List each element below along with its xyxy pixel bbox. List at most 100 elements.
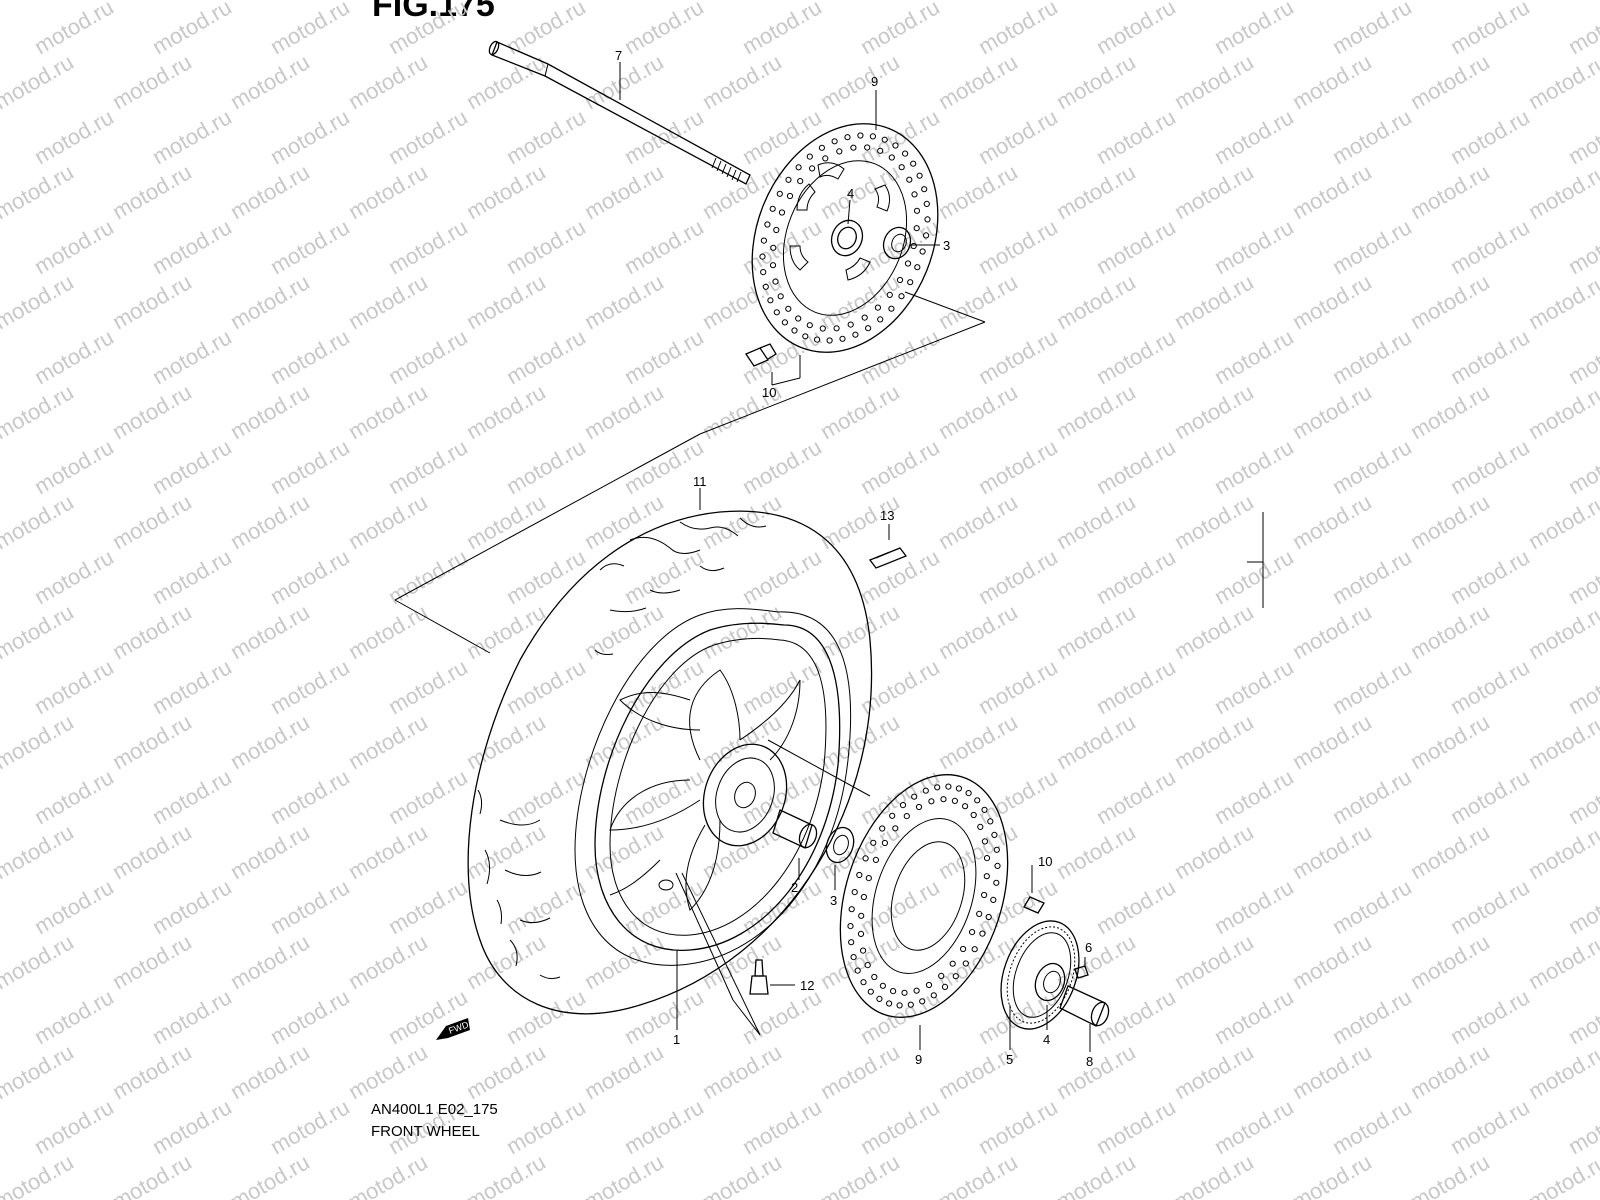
watermark-text: motod.ru — [816, 379, 904, 444]
watermark-text: motod.ru — [462, 489, 550, 554]
watermark-text: motod.ru — [108, 0, 196, 4]
watermark-text: motod.ru — [1288, 1149, 1376, 1200]
callout-9-top: 9 — [871, 74, 878, 89]
watermark-text: motod.ru — [1524, 1039, 1600, 1104]
watermark-text: motod.ru — [1170, 49, 1258, 114]
bearing-upper — [882, 226, 912, 260]
disc-hole — [981, 891, 988, 899]
disc-hole — [818, 144, 826, 151]
disc-hole — [977, 823, 984, 831]
watermark-text: motod.ru — [108, 1149, 196, 1200]
brake-disc-upper — [751, 123, 939, 353]
disc-hole — [773, 226, 780, 234]
callout-3-bottom: 3 — [830, 893, 837, 908]
watermark-text: motod.ru — [1052, 379, 1140, 444]
disc-hole — [857, 132, 864, 139]
watermark-text: motod.ru — [384, 874, 472, 939]
watermark-text: motod.ru — [1564, 984, 1600, 1049]
disc-hole — [911, 793, 918, 800]
disc-hole — [857, 930, 865, 938]
watermark-text: motod.ru — [344, 1039, 432, 1104]
watermark-text: motod.ru — [226, 0, 314, 4]
watermark-text: motod.ru — [266, 654, 354, 719]
watermark-text: motod.ru — [738, 434, 826, 499]
watermark-text: motod.ru — [0, 489, 78, 554]
watermark-text: motod.ru — [738, 654, 826, 719]
watermark-text: motod.ru — [1524, 1149, 1600, 1200]
watermark-text: motod.ru — [502, 104, 590, 169]
watermark-text: motod.ru — [1092, 104, 1180, 169]
disc-hole — [760, 237, 768, 244]
disc-hole — [786, 192, 794, 200]
disc-hole — [864, 962, 871, 969]
watermark-text: motod.ru — [738, 214, 826, 279]
disc-hole — [871, 973, 878, 981]
watermark-text: motod.ru — [344, 599, 432, 664]
watermark-text: motod.ru — [974, 214, 1062, 279]
watermark-text: motod.ru — [30, 104, 118, 169]
disc-hole — [839, 335, 846, 342]
watermark-text: motod.ru — [30, 434, 118, 499]
disc-hole — [858, 912, 865, 919]
watermark-text: motod.ru — [344, 379, 432, 444]
watermark-text: motod.ru — [1446, 984, 1534, 1049]
watermark-text: motod.ru — [620, 874, 708, 939]
watermark-text: motod.ru — [1406, 1149, 1494, 1200]
watermark-text: motod.ru — [1524, 269, 1600, 334]
disc-hole — [923, 232, 930, 239]
watermark-text: motod.ru — [0, 0, 78, 4]
disc-hole — [865, 875, 872, 882]
watermark-text: motod.ru — [738, 544, 826, 609]
disc-hole — [860, 947, 867, 954]
watermark-text: motod.ru — [1288, 1039, 1376, 1104]
watermark-text: motod.ru — [108, 599, 196, 664]
disc-hole — [903, 813, 910, 820]
watermark-text: motod.ru — [1210, 764, 1298, 829]
watermark-text: motod.ru — [1052, 1039, 1140, 1104]
watermark-text: motod.ru — [1524, 599, 1600, 664]
watermark-text: motod.ru — [0, 929, 78, 994]
disc-hole — [904, 260, 912, 267]
watermark-text: motod.ru — [108, 819, 196, 884]
disc-hole — [916, 172, 923, 179]
watermark-text: motod.ru — [1170, 599, 1258, 664]
disc-hole — [822, 155, 829, 162]
watermark-text: motod.ru — [1328, 324, 1416, 389]
watermark-text: motod.ru — [974, 434, 1062, 499]
disc-hole — [886, 291, 893, 298]
disc-hole — [781, 319, 789, 326]
watermark-text: motod.ru — [266, 764, 354, 829]
watermark-text: motod.ru — [1052, 489, 1140, 554]
watermark-text: motod.ru — [30, 214, 118, 279]
watermark-text: motod.ru — [462, 159, 550, 224]
watermark-text: motod.ru — [698, 489, 786, 554]
watermark-text: motod.ru — [0, 49, 78, 114]
disc-hole — [769, 262, 777, 269]
disc-hole — [902, 150, 909, 157]
watermark-text: motod.ru — [226, 929, 314, 994]
disc-hole — [785, 176, 792, 183]
disc-hole — [773, 309, 780, 316]
watermark-text: motod.ru — [816, 0, 904, 4]
watermark-text: motod.ru — [266, 0, 354, 59]
disc-hole — [981, 838, 989, 845]
callout-4-top: 4 — [847, 186, 854, 201]
callout-7: 7 — [615, 48, 622, 63]
forward-direction-arrow: FWD — [436, 1018, 470, 1040]
disc-hole — [898, 293, 905, 300]
disc-hole — [877, 316, 884, 323]
watermark-text: motod.ru — [1446, 1094, 1534, 1159]
watermark-text: motod.ru — [108, 159, 196, 224]
disc-hole — [910, 160, 917, 167]
watermark-text: motod.ru — [580, 159, 668, 224]
watermark-text: motod.ru — [384, 984, 472, 1049]
disc-hole — [867, 988, 874, 995]
watermark-text: motod.ru — [226, 159, 314, 224]
watermark-text: motod.ru — [974, 1094, 1062, 1159]
watermark-text: motod.ru — [108, 1039, 196, 1104]
callout-3-top: 3 — [943, 238, 950, 253]
watermark-text: motod.ru — [974, 0, 1062, 59]
disc-hole — [907, 279, 914, 286]
disc-hole — [924, 216, 931, 223]
watermark-text: motod.ru — [1052, 269, 1140, 334]
